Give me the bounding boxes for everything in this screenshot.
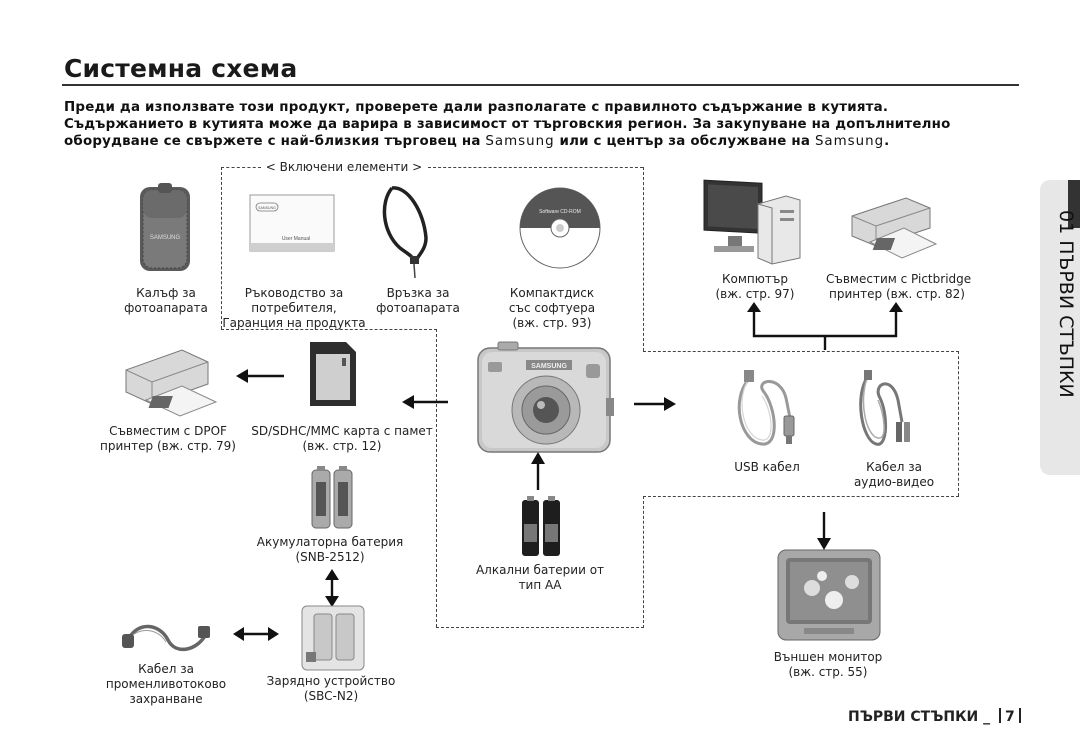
charger-label-line2: (SBC-N2) — [303, 689, 359, 703]
manual-brand: SAMSUNG — [258, 206, 276, 210]
cd-rom-icon: Software CD-ROM — [519, 187, 601, 269]
usb-label-line1: USB кабел — [734, 460, 800, 474]
page-footer: ПЪРВИ СТЪПКИ _ 7 — [848, 708, 1021, 725]
monitor-label: Външен монитор (вж. стр. 55) — [756, 650, 900, 680]
cd-label-line3: (вж. стр. 93) — [512, 316, 592, 330]
arrow-cable-charger — [233, 627, 279, 641]
chapter-side-tab-marker — [1068, 180, 1080, 228]
card-label-line1: SD/SDHC/MMC карта с памет — [251, 424, 433, 438]
computer-label-line1: Компютър — [722, 272, 788, 286]
rechargeable-label: Акумулаторна батерия (SNB-2512) — [248, 535, 412, 565]
intro-brand-1: Samsung — [485, 134, 555, 149]
manual-title: User Manual — [282, 236, 310, 242]
ac-cable-label-line3: захранване — [129, 692, 203, 706]
wrist-strap-icon — [382, 186, 428, 279]
case-label-line2: фотоапарата — [124, 301, 208, 315]
monitor-label-line1: Външен монитор — [773, 650, 883, 664]
dpof-label-line1: Съвместим с DPOF — [109, 424, 227, 438]
strap-label-line2: фотоапарата — [376, 301, 460, 315]
alkaline-label-line2: тип АА — [518, 578, 562, 592]
av-label-line1: Кабел за — [866, 460, 922, 474]
intro-line-2: Съдържанието в кутията може да варира в … — [64, 117, 951, 132]
usb-cable-icon — [737, 370, 795, 446]
av-label: Кабел за аудио-видео — [834, 460, 954, 490]
cd-label-line1: Компактдиск — [509, 286, 595, 300]
case-brand: SAMSUNG — [150, 235, 181, 241]
case-label: Калъф за фотоапарата — [104, 286, 228, 316]
alkaline-label: Алкални батерии от тип АА — [458, 563, 622, 593]
ac-cable-label-line2: променливотоково — [105, 677, 227, 691]
computer-printer-connector — [747, 302, 903, 350]
intro-line-3-part-c: . — [884, 134, 890, 149]
footer-bar-left — [999, 708, 1001, 723]
charger-label-line1: Зарядно устройство — [266, 674, 396, 688]
rechargeable-battery-icon — [311, 466, 353, 529]
intro-brand-2: Samsung — [814, 134, 885, 149]
manual-label-line2: потребителя, — [251, 301, 337, 315]
digital-camera-icon: SAMSUNG — [477, 341, 614, 453]
usb-label: USB кабел — [720, 460, 814, 475]
arrow-camera-to-card — [402, 395, 448, 409]
pictbridge-printer-icon — [851, 197, 938, 259]
alkaline-label-line1: Алкални батерии от — [475, 563, 605, 577]
camera-case-icon: SAMSUNG — [140, 183, 190, 271]
monitor-label-line2: (вж. стр. 55) — [788, 665, 868, 679]
footer-page-number: 7 — [1005, 709, 1015, 725]
dpof-printer-icon — [125, 349, 218, 417]
ac-cable-label-line1: Кабел за — [138, 662, 194, 676]
pictbridge-label: Съвместим с Pictbridge принтер (вж. стр.… — [826, 272, 972, 302]
title-divider — [62, 84, 1019, 86]
charger-label: Зарядно устройство (SBC-N2) — [256, 674, 406, 704]
arrow-battery-charger — [325, 569, 339, 607]
sd-card-icon — [310, 342, 356, 406]
intro-line-3-part-b: или с център за обслужване на — [554, 134, 815, 149]
camera-brand: SAMSUNG — [531, 363, 567, 370]
card-label-line2: (вж. стр. 12) — [302, 439, 382, 453]
arrow-cables-to-monitor — [817, 512, 831, 550]
footer-bar-right — [1018, 708, 1021, 723]
dpof-label: Съвместим с DPOF принтер (вж. стр. 79) — [96, 424, 240, 454]
pictbridge-label-line1: Съвместим с Pictbridge — [826, 272, 972, 286]
user-manual-icon: SAMSUNG User Manual — [249, 194, 335, 252]
arrow-to-dpof-printer — [236, 369, 284, 383]
strap-label: Връзка за фотоапарата — [366, 286, 470, 316]
case-label-line1: Калъф за — [136, 286, 196, 300]
footer-section: ПЪРВИ СТЪПКИ _ — [848, 709, 991, 725]
computer-icon — [703, 179, 801, 265]
manual-label-line1: Ръководство за — [244, 286, 344, 300]
pictbridge-label-line2: принтер (вж. стр. 82) — [829, 287, 965, 301]
intro-line-1: Преди да използвате този продукт, провер… — [64, 100, 889, 115]
page-title: Системна схема — [64, 54, 298, 83]
chapter-side-tab — [1040, 180, 1080, 475]
computer-label-line2: (вж. стр. 97) — [715, 287, 795, 301]
arrow-batteries-to-camera — [531, 452, 545, 490]
ac-cable-label: Кабел за променливотоково захранване — [96, 662, 236, 707]
manual-label-line3: Гаранция на продукта — [222, 316, 366, 330]
arrow-camera-to-cables — [634, 397, 676, 411]
av-cable-icon — [859, 370, 910, 446]
rechargeable-label-line2: (SNB-2512) — [295, 550, 365, 564]
strap-label-line1: Връзка за — [386, 286, 450, 300]
cd-label: Компактдиск със софтуера (вж. стр. 93) — [490, 286, 614, 331]
intro-line-3: оборудване се свържете с най-близкия тър… — [64, 133, 1020, 150]
chapter-side-tab-text: 01 ПЪРВИ СТЪПКИ — [1055, 210, 1077, 398]
battery-charger-icon — [301, 605, 365, 671]
rechargeable-label-line1: Акумулаторна батерия — [256, 535, 404, 549]
computer-label: Компютър (вж. стр. 97) — [700, 272, 810, 302]
external-monitor-icon — [777, 549, 881, 641]
cd-label-line2: със софтуера — [508, 301, 596, 315]
card-label: SD/SDHC/MMC карта с памет (вж. стр. 12) — [246, 424, 438, 454]
included-items-header: < Включени елементи > — [265, 160, 423, 174]
ac-power-cable-icon — [122, 624, 210, 652]
alkaline-batteries-icon — [522, 496, 560, 556]
dpof-label-line2: принтер (вж. стр. 79) — [100, 439, 236, 453]
intro-paragraph: Преди да използвате този продукт, провер… — [64, 99, 1020, 150]
chapter-side-tab-label: 01 ПЪРВИ СТЪПКИ — [1031, 210, 1080, 398]
av-label-line2: аудио-видео — [853, 475, 935, 489]
intro-line-3-part-a: оборудване се свържете с най-близкия тър… — [64, 134, 486, 149]
cd-text: Software CD-ROM — [539, 209, 581, 215]
manual-label: Ръководство за потребителя, Гаранция на … — [216, 286, 372, 331]
